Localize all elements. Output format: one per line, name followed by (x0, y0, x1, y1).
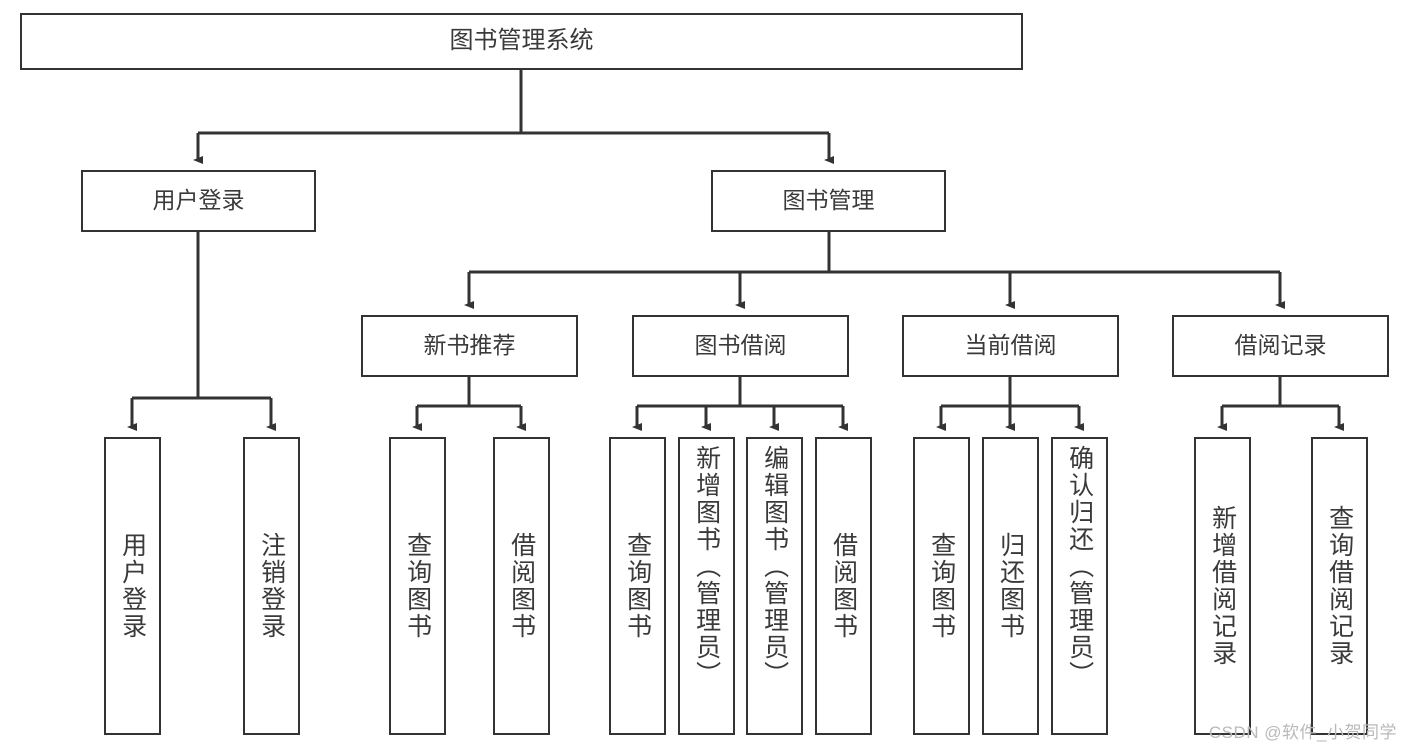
leaf-borrow-add-book-admin[interactable]: 新增图书（管理员） (678, 437, 735, 735)
leaf-recommend-query-book[interactable]: 查询图书 (389, 437, 446, 735)
leaf-borrow-edit-book-admin[interactable]: 编辑图书（管理员） (746, 437, 803, 735)
node-label: 借阅图书 (507, 532, 536, 640)
node-book-management[interactable]: 图书管理 (711, 170, 946, 232)
leaf-current-query-book[interactable]: 查询图书 (913, 437, 970, 735)
watermark-text: CSDN @软件_小贺同学 (1208, 723, 1397, 742)
node-label: 用户登录 (118, 532, 147, 640)
leaf-record-add-record[interactable]: 新增借阅记录 (1194, 437, 1251, 735)
leaf-user-login-signin[interactable]: 用户登录 (104, 437, 161, 735)
node-borrow-record[interactable]: 借阅记录 (1172, 315, 1389, 377)
leaf-borrow-query-book[interactable]: 查询图书 (609, 437, 666, 735)
node-label: 图书管理 (782, 187, 875, 214)
node-book-borrow[interactable]: 图书借阅 (632, 315, 849, 377)
leaf-borrow-borrow-book[interactable]: 借阅图书 (815, 437, 872, 735)
node-label: 注销登录 (257, 532, 286, 640)
node-root-system[interactable]: 图书管理系统 (20, 13, 1023, 70)
node-label: 查询借阅记录 (1325, 505, 1354, 667)
leaf-current-confirm-return-admin[interactable]: 确认归还（管理员） (1051, 437, 1108, 735)
leaf-recommend-borrow-book[interactable]: 借阅图书 (493, 437, 550, 735)
node-label: 用户登录 (152, 187, 245, 214)
node-label: 确认归还（管理员） (1065, 445, 1094, 688)
node-current-borrow[interactable]: 当前借阅 (902, 315, 1119, 377)
node-label: 查询图书 (403, 532, 432, 640)
leaf-user-login-signout[interactable]: 注销登录 (243, 437, 300, 735)
node-label: 归还图书 (996, 532, 1025, 640)
leaf-record-query-record[interactable]: 查询借阅记录 (1311, 437, 1368, 735)
node-label: 查询图书 (927, 532, 956, 640)
node-label: 图书借阅 (694, 332, 787, 359)
node-label: 借阅记录 (1234, 332, 1327, 359)
node-label: 新书推荐 (423, 332, 516, 359)
node-label: 借阅图书 (829, 532, 858, 640)
node-label: 当前借阅 (964, 332, 1057, 359)
node-label: 图书管理系统 (449, 27, 594, 55)
node-label: 查询图书 (623, 532, 652, 640)
leaf-current-return-book[interactable]: 归还图书 (982, 437, 1039, 735)
node-new-book-recommend[interactable]: 新书推荐 (361, 315, 578, 377)
node-label: 编辑图书（管理员） (760, 445, 789, 688)
node-label: 新增借阅记录 (1208, 505, 1237, 667)
node-label: 新增图书（管理员） (692, 445, 721, 688)
node-user-login[interactable]: 用户登录 (81, 170, 316, 232)
